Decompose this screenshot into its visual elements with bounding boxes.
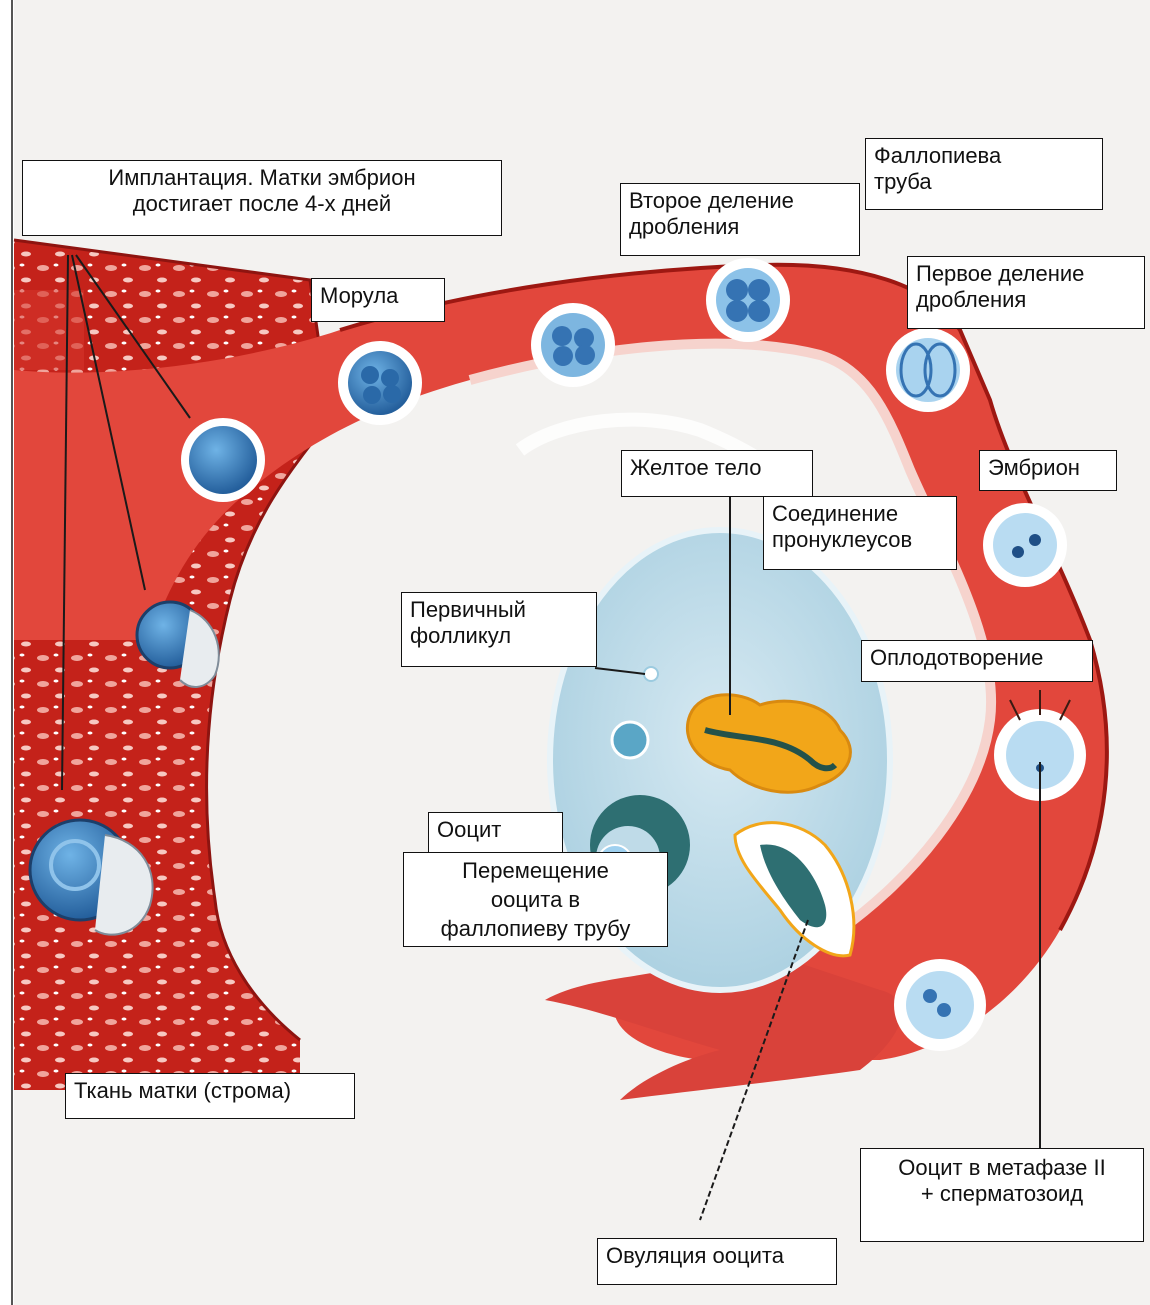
label-first-division: Первое деление дробления xyxy=(907,256,1145,329)
label-morula: Морула xyxy=(311,278,445,322)
label-pronuclei-fusion: Соединение пронуклеусов xyxy=(763,496,957,570)
four-cell-embryo xyxy=(706,258,790,342)
zygote-pronuclei xyxy=(983,503,1067,587)
blastocyst xyxy=(181,418,265,502)
primary-follicle-dot xyxy=(644,667,658,681)
ovulated-oocyte xyxy=(894,959,986,1051)
stroma-surface xyxy=(14,290,84,370)
label-uterine-tissue: Ткань матки (строма) xyxy=(65,1073,355,1119)
label-second-division: Второе деление дробления xyxy=(620,183,860,256)
small-follicle xyxy=(612,722,648,758)
label-oocyte-transfer: Перемещение ооцита в фаллопиеву трубу xyxy=(403,852,668,947)
label-implantation: Имплантация. Матки эмбрион достигает пос… xyxy=(22,160,502,236)
morula-cell-1 xyxy=(338,341,422,425)
label-fallopian-tube: Фаллопиева труба xyxy=(865,138,1103,210)
morula-cell-2 xyxy=(531,303,615,387)
label-corpus-luteum: Желтое тело xyxy=(621,450,813,497)
label-ovulation: Овуляция ооцита xyxy=(597,1238,837,1285)
label-oocyte: Ооцит xyxy=(428,812,563,853)
label-primary-follicle: Первичный фолликул xyxy=(401,592,597,667)
label-fertilization: Оплодотворение xyxy=(861,640,1093,682)
label-metaphase-oocyte: Ооцит в метафазе II + сперматозоид xyxy=(860,1148,1144,1242)
label-embryo: Эмбрион xyxy=(979,450,1117,491)
two-cell-embryo xyxy=(886,328,970,412)
